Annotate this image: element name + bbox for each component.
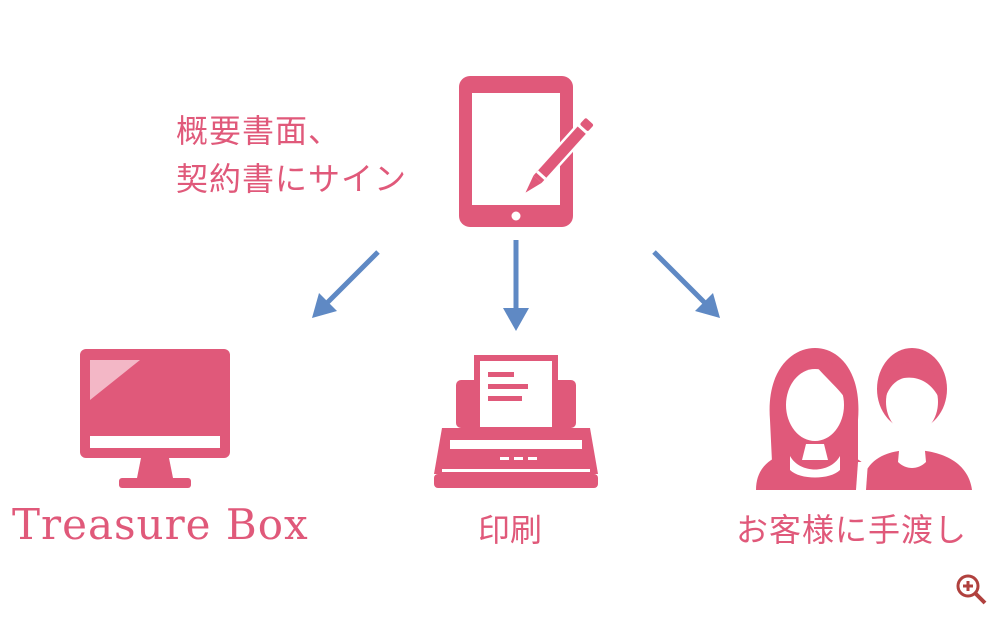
arrow-to-treasure-box [325,250,380,305]
source-label-line1: 概要書面、 [176,112,342,150]
treasure-box-label: Treasure Box [12,500,309,549]
customers-icon [756,348,972,490]
zoom-in-icon[interactable] [956,574,987,605]
desktop-monitor-icon [80,349,230,488]
tablet-with-pen-icon [459,76,598,227]
arrow-to-customers [652,250,707,305]
printer-icon [434,355,598,488]
customers-label: お客様に手渡し [736,511,968,549]
source-label: 概要書面、 契約書にサイン [176,107,407,203]
print-label: 印刷 [478,511,543,549]
source-label-line2: 契約書にサイン [176,160,408,198]
arrows [312,240,720,331]
